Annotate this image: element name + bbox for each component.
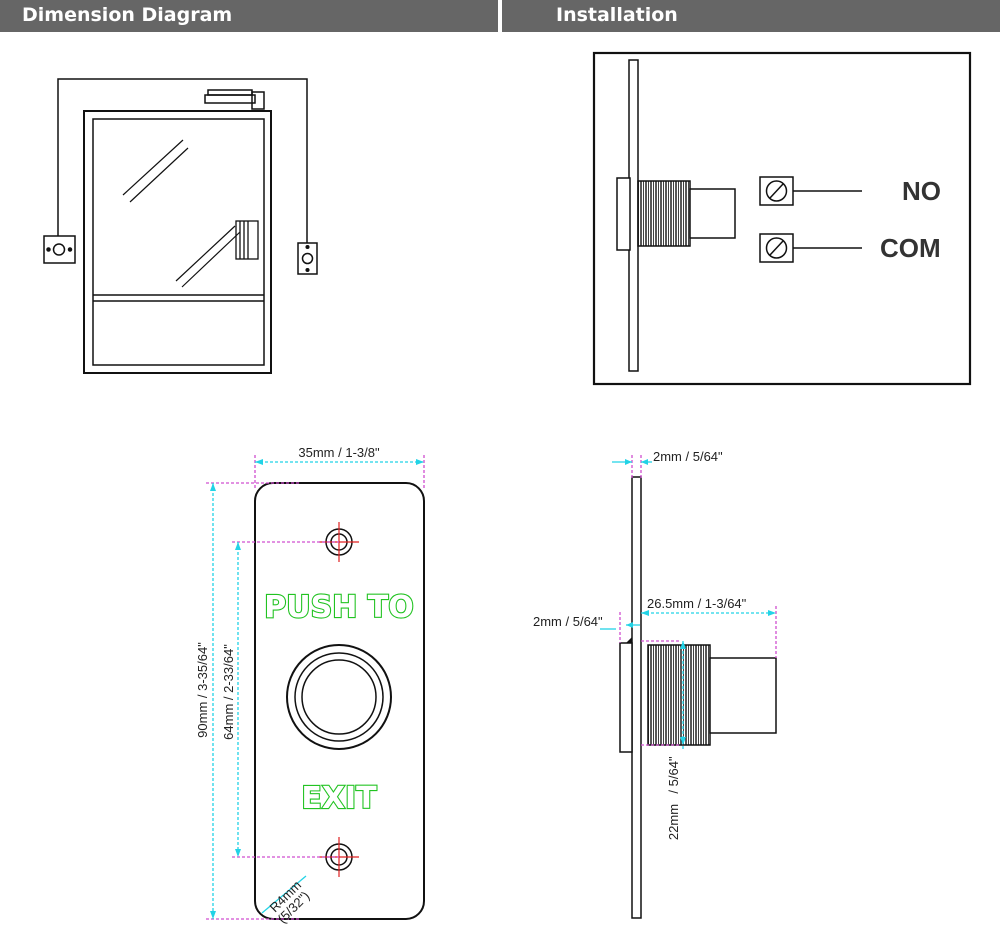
flange-dimension [600,612,640,643]
width-label: 35mm / 1-3/8" [298,445,380,460]
installation-diagram: NO COM [592,51,972,386]
glass-glare [122,139,184,196]
hole-spacing-label: 64mm / 2-33/64" [221,644,236,740]
width-dimension [254,455,425,490]
header-title-left: Dimension Diagram [22,4,233,26]
terminal-no-label: NO [902,176,941,206]
magnetic-lock-icon [204,89,265,110]
wiring-line [57,78,308,243]
exit-label: EXIT [301,781,377,816]
plate-thickness-dimension [612,455,652,478]
door-glass-panel [92,118,265,366]
terminal-com-label: COM [880,233,941,263]
header-dimension-diagram: Dimension Diagram [0,0,498,32]
front-view: PUSH TO EXIT 35mm / 1-3/8" 90mm / 3-35/6… [195,445,425,926]
header-title-right: Installation [556,4,678,26]
push-to-label: PUSH TO [264,590,413,625]
push-button-icon [286,644,392,750]
exit-button-icon-right [297,242,318,275]
depth-dimension [641,606,777,658]
flange-label: 2mm / 5/64" [533,614,603,629]
plate-thickness-label: 2mm / 5/64" [653,449,723,464]
header-installation: Installation [502,0,1000,32]
exit-button-icon-left [43,235,76,264]
faceplate-outline [254,482,425,920]
side-view: 2mm / 5/64" 2mm / 5/64" 26.5mm / 1-3/64"… [533,449,777,919]
height-dimension [206,482,300,920]
installed-button-side [616,59,736,372]
thread-dimension [641,640,686,750]
mounting-hole-top [319,522,359,562]
terminal-no [759,176,862,206]
depth-label: 26.5mm / 1-3/64" [647,596,747,611]
door-lock-icon [235,220,259,260]
hole-spacing-dimension [232,541,339,858]
thread-label-1: 22mm [666,804,681,840]
door-frame [83,110,272,374]
height-label: 90mm / 3-35/64" [195,642,210,738]
thread-label-2: / 5/64" [666,756,681,794]
door-diagram [43,78,318,374]
radius-leader [261,875,307,914]
terminal-com [759,233,862,263]
side-view-body [619,476,777,919]
